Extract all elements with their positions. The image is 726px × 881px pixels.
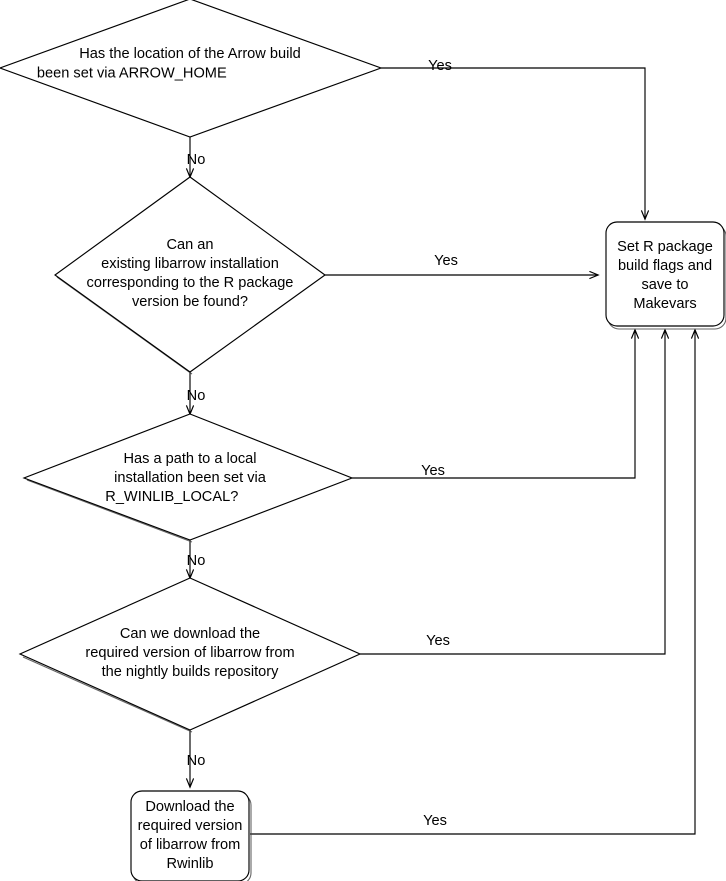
node-line-text-composite: been set via ARROW_HOME bbox=[37, 65, 255, 81]
node-line-text: the nightly builds repository bbox=[102, 664, 280, 680]
node-arrow-home-decision[interactable]: Has the location of the Arrow build been… bbox=[0, 0, 383, 138]
node-line-text: of libarrow from bbox=[140, 837, 241, 853]
decision-diamond-shape bbox=[22, 413, 354, 541]
node-line-text: Makevars bbox=[633, 296, 696, 312]
edge-local-yes bbox=[352, 330, 635, 479]
decision-diamond-shape bbox=[54, 176, 326, 373]
node-local-path-decision[interactable]: Has a path to a local installation been … bbox=[22, 413, 354, 543]
edge-label-no-nightly: No bbox=[187, 753, 206, 769]
edge-arrowhome-yes bbox=[381, 67, 645, 219]
node-line-text: Download the bbox=[145, 799, 234, 815]
edge-label-yes-rwinlib: Yes bbox=[423, 813, 447, 829]
node-line-text: save to bbox=[641, 277, 688, 293]
edge-nightly-yes bbox=[360, 330, 665, 655]
edge-label-yes-arrow-home: Yes bbox=[428, 58, 452, 74]
node-line-text: Can an bbox=[166, 237, 213, 253]
node-line-text: required version bbox=[138, 818, 243, 834]
node-line-text: corresponding to the R package bbox=[87, 275, 294, 291]
node-line-text: required version of libarrow from bbox=[85, 645, 294, 661]
node-line-text: existing libarrow installation bbox=[101, 256, 279, 272]
edge-rwinlib-yes bbox=[250, 330, 695, 835]
node-line-text: version be found? bbox=[132, 294, 248, 310]
edge-label-no-arrow-home: No bbox=[187, 152, 206, 168]
node-text-plain: been set via bbox=[37, 65, 119, 81]
decision-diamond-shape bbox=[18, 577, 362, 731]
edge-label-yes-local: Yes bbox=[421, 463, 445, 479]
node-text-env-r-winlib-local: R_WINLIB_LOCAL bbox=[105, 489, 230, 505]
edge-label-yes-existing: Yes bbox=[434, 253, 458, 269]
node-line-text: Has a path to a local bbox=[123, 451, 256, 467]
edge-label-no-existing: No bbox=[187, 388, 206, 404]
node-line-text: Set R package bbox=[617, 239, 713, 255]
decision-shadow bbox=[26, 479, 193, 543]
node-download-rwinlib-process[interactable]: Download the required version of libarro… bbox=[130, 790, 252, 881]
node-set-build-flags-process[interactable]: Set R package build flags and save to Ma… bbox=[605, 221, 726, 330]
node-line-text: Rwinlib bbox=[166, 856, 213, 872]
node-existing-libarrow-decision[interactable]: Can an existing libarrow installation co… bbox=[54, 176, 326, 375]
edge-label-no-local: No bbox=[187, 553, 206, 569]
process-box-shape bbox=[605, 221, 725, 327]
process-box-shape bbox=[130, 790, 250, 881]
decision-diamond-shape bbox=[0, 0, 383, 138]
node-line-text-composite: R_WINLIB_LOCAL? bbox=[105, 489, 266, 505]
decision-shadow bbox=[22, 656, 193, 733]
node-nightly-download-decision[interactable]: Can we download the required version of … bbox=[18, 577, 362, 733]
edge-label-yes-nightly: Yes bbox=[426, 633, 450, 649]
node-text-env-arrow-home: ARROW_HOME bbox=[119, 65, 227, 81]
node-line-text: Can we download the bbox=[120, 626, 260, 642]
node-line-text: build flags and bbox=[618, 258, 712, 274]
node-text-plain: ? bbox=[230, 489, 238, 505]
node-line-text: Has the location of the Arrow build bbox=[79, 46, 300, 62]
node-line-text: installation been set via bbox=[114, 470, 267, 486]
